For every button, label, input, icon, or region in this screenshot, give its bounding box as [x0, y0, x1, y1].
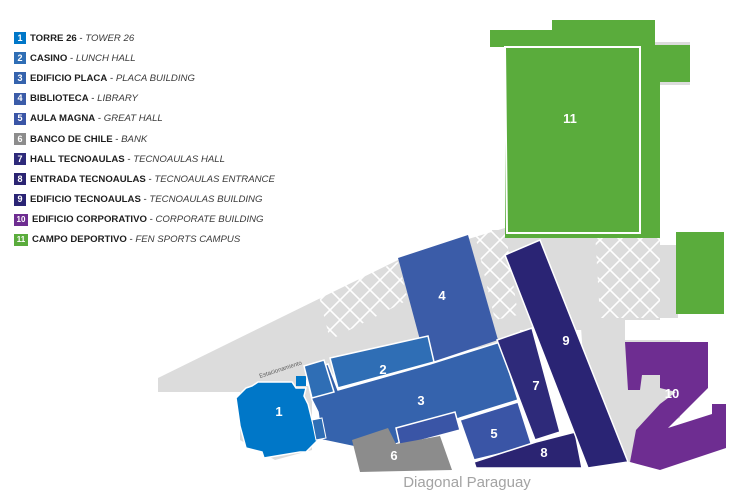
tower-stair-core [296, 376, 306, 386]
legend-en: TOWER 26 [85, 32, 135, 44]
legend-badge-4: 4 [14, 92, 26, 105]
legend-en: TECNOAULAS ENTRANCE [154, 173, 275, 185]
legend-en: LUNCH HALL [75, 52, 136, 64]
legend-separator: - [145, 173, 155, 185]
legend-item-3[interactable]: 3 EDIFICIO PLACA - PLACA BUILDING [14, 68, 314, 88]
legend-badge-2: 2 [14, 52, 26, 65]
hatch-parking [318, 262, 408, 340]
building-4-library[interactable]: 4 [398, 235, 498, 362]
building-8-tecnoaulas-entrance[interactable]: 8 [473, 431, 583, 469]
building-label-7: 7 [532, 378, 539, 393]
legend-separator: - [124, 153, 134, 165]
legend-item-9[interactable]: 9 EDIFICIO TECNOAULAS - TECNOAULAS BUILD… [14, 190, 314, 210]
legend-item-10[interactable]: 10 EDIFICIO CORPORATIVO - CORPORATE BUIL… [14, 210, 314, 230]
building-label-6: 6 [390, 448, 397, 463]
street-name: Diagonal Paraguay [403, 474, 531, 491]
legend-en: LIBRARY [97, 93, 138, 105]
legend-separator: - [76, 32, 86, 44]
building-10-corporate-building[interactable]: 10 [625, 342, 726, 470]
building-label-9: 9 [562, 333, 569, 348]
legend-badge-5: 5 [14, 112, 26, 125]
building-1-tower-26[interactable]: 1 [235, 359, 335, 459]
ground-east-walkway [655, 42, 690, 318]
legend-separator: - [88, 93, 98, 105]
legend-item-8[interactable]: 8 ENTRADA TECNOAULAS - TECNOAULAS ENTRAN… [14, 169, 314, 189]
legend-en: GREAT HALL [103, 113, 163, 125]
legend-es: HALL TECNOAULAS [30, 153, 125, 165]
legend-badge-1: 1 [14, 32, 26, 45]
legend-en: FEN SPORTS CAMPUS [135, 234, 241, 246]
legend-es: EDIFICIO CORPORATIVO [32, 214, 147, 226]
legend-badge-7: 7 [14, 153, 26, 166]
legend-item-11[interactable]: 11 CAMPO DEPORTIVO - FEN SPORTS CAMPUS [14, 230, 314, 250]
legend-en: PLACA BUILDING [115, 72, 195, 84]
building-6-bank[interactable]: 6 [352, 428, 452, 472]
sports-campus-annex [676, 232, 724, 314]
building-label-2: 2 [379, 362, 386, 377]
building-label-3: 3 [417, 393, 424, 408]
building-3-placa-building[interactable]: 3 [305, 341, 519, 449]
legend-en: BANK [121, 133, 148, 145]
legend-en: CORPORATE BUILDING [155, 214, 264, 226]
tower-connector-south [311, 417, 327, 441]
legend-es: TORRE 26 [30, 32, 77, 44]
legend-en: TECNOAULAS HALL [133, 153, 225, 165]
legend-separator: - [95, 113, 104, 125]
legend-badge-8: 8 [14, 173, 26, 186]
building-label-5: 5 [490, 426, 497, 441]
building-label-11: 11 [563, 111, 577, 126]
legend-badge-6: 6 [14, 133, 26, 146]
building-label-4: 4 [438, 288, 446, 303]
hatched-areas [318, 228, 660, 340]
legend-separator: - [107, 72, 116, 84]
street-label-container: Diagonal Paraguay [0, 474, 739, 492]
legend-item-7[interactable]: 7 HALL TECNOAULAS - TECNOAULAS HALL [14, 149, 314, 169]
building-7-tecnoaulas-hall[interactable]: 7 [496, 327, 561, 441]
legend-item-2[interactable]: 2 CASINO - LUNCH HALL [14, 48, 314, 68]
legend-item-1[interactable]: 1 TORRE 26 - TOWER 26 [14, 28, 314, 48]
legend-es: AULA MAGNA [30, 113, 96, 125]
legend-es: ENTRADA TECNOAULAS [30, 173, 146, 185]
legend-es: BIBLIOTECA [30, 93, 89, 105]
legend-es: EDIFICIO PLACA [30, 72, 108, 84]
legend-badge-9: 9 [14, 193, 26, 206]
building-label-8: 8 [540, 445, 547, 460]
legend-separator: - [67, 52, 76, 64]
hatch-library-east [475, 228, 518, 320]
hatch-plaza [595, 232, 660, 318]
legend-separator: - [112, 133, 122, 145]
building-label-1: 1 [275, 404, 282, 419]
legend-en: TECNOAULAS BUILDING [149, 194, 263, 206]
legend-item-6[interactable]: 6 BANCO DE CHILE - BANK [14, 129, 314, 149]
legend-item-5[interactable]: 5 AULA MAGNA - GREAT HALL [14, 109, 314, 129]
legend-item-4[interactable]: 4 BIBLIOTECA - LIBRARY [14, 89, 314, 109]
legend-es: EDIFICIO TECNOAULAS [30, 194, 141, 206]
tower-connector-north [303, 359, 335, 399]
legend: 1 TORRE 26 - TOWER 26 2 CASINO - LUNCH H… [14, 28, 314, 250]
legend-badge-10: 10 [14, 213, 28, 226]
building-11-sports-campus[interactable]: 11 [490, 20, 724, 314]
building-label-10: 10 [665, 386, 679, 401]
legend-badge-11: 11 [14, 233, 28, 246]
legend-es: BANCO DE CHILE [30, 133, 113, 145]
building-9-tecnoaulas-building[interactable]: 9 [504, 239, 630, 469]
legend-es: CASINO [30, 52, 68, 64]
legend-es: CAMPO DEPORTIVO [32, 234, 127, 246]
legend-separator: - [126, 234, 136, 246]
legend-separator: - [140, 194, 150, 206]
legend-separator: - [146, 214, 156, 226]
legend-badge-3: 3 [14, 72, 26, 85]
